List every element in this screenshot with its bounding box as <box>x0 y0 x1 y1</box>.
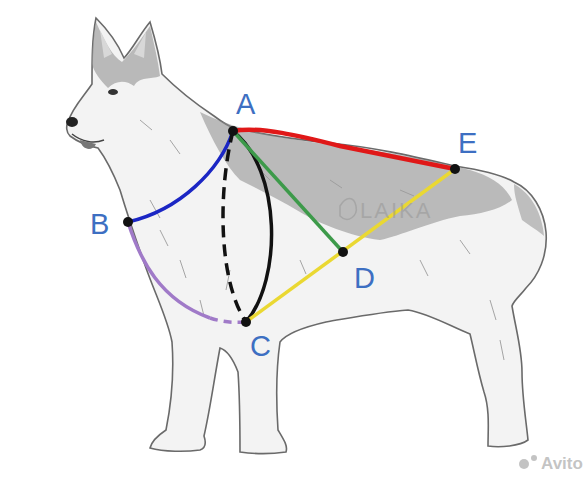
point-label: B <box>90 210 109 239</box>
avito-dots <box>519 459 529 469</box>
neck-girth-line <box>128 131 233 222</box>
point-a <box>228 126 238 136</box>
watermark: Avito <box>541 455 583 472</box>
point-c <box>241 317 251 327</box>
point-d <box>338 247 348 257</box>
chest-girth-front <box>233 131 272 322</box>
back-length-line <box>233 130 455 169</box>
dog-outline <box>67 18 547 454</box>
dog-mouth <box>72 134 104 142</box>
tail-marking <box>514 184 544 236</box>
diagonal-line <box>233 131 343 252</box>
dog-eye <box>108 89 118 95</box>
point-label: E <box>458 129 477 158</box>
chest-girth-back <box>223 131 246 322</box>
chest-line <box>128 222 210 318</box>
dog-tongue <box>80 140 96 149</box>
head-marking <box>92 22 160 88</box>
back-marking <box>200 112 512 240</box>
point-label: D <box>354 264 375 293</box>
watermark: LAIKA <box>360 200 432 222</box>
body-length-line <box>246 169 455 322</box>
ear-inner <box>100 30 146 58</box>
dog-nose <box>66 117 78 127</box>
point-e <box>450 164 460 174</box>
point-label: C <box>250 332 271 361</box>
chest-line-hidden <box>210 318 246 322</box>
point-b <box>123 217 133 227</box>
point-label: A <box>236 90 255 119</box>
watermark-mark <box>340 199 356 220</box>
avito-dots <box>531 455 537 461</box>
fur-strokes <box>140 120 504 360</box>
